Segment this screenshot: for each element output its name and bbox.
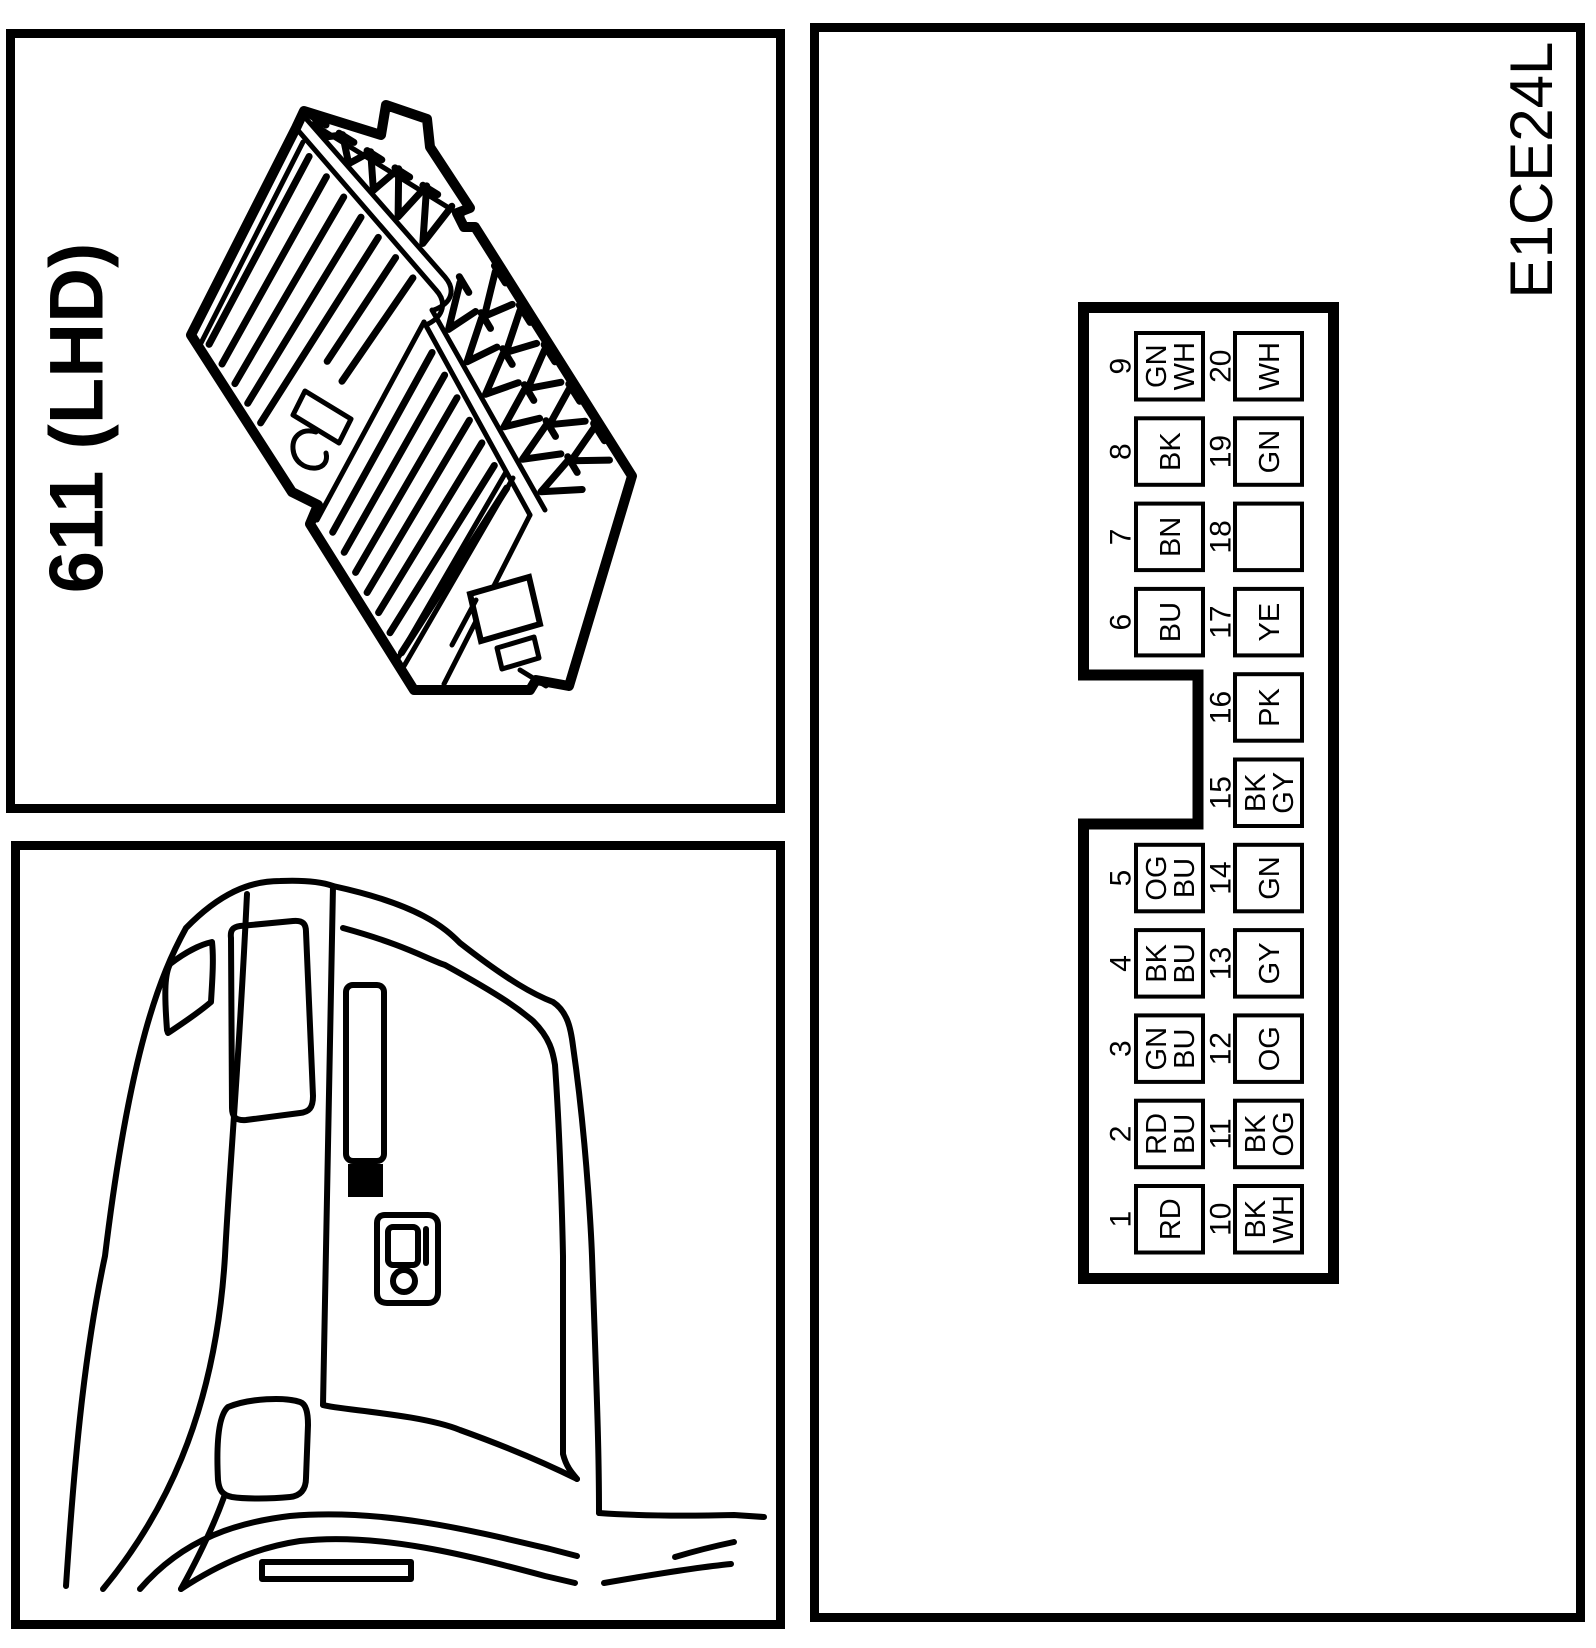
svg-text:BU: BU	[1155, 602, 1187, 642]
svg-text:RD: RD	[1141, 1113, 1173, 1155]
svg-text:BU: BU	[1169, 1029, 1201, 1069]
svg-text:OG: OG	[1141, 855, 1173, 900]
svg-text:8: 8	[1104, 443, 1137, 460]
svg-text:GN: GN	[1141, 1027, 1173, 1071]
svg-text:5: 5	[1104, 870, 1137, 887]
svg-text:9: 9	[1104, 358, 1137, 375]
svg-text:7: 7	[1104, 529, 1137, 546]
svg-text:GN: GN	[1254, 856, 1286, 900]
svg-text:611 (LHD): 611 (LHD)	[35, 243, 120, 594]
svg-text:6: 6	[1104, 614, 1137, 631]
svg-text:OG: OG	[1268, 1111, 1300, 1156]
svg-text:BK: BK	[1240, 773, 1272, 812]
svg-text:BK: BK	[1240, 1199, 1272, 1238]
svg-text:WH: WH	[1268, 1195, 1300, 1243]
svg-text:BK: BK	[1141, 943, 1173, 982]
svg-text:BK: BK	[1155, 432, 1187, 471]
svg-text:GY: GY	[1254, 942, 1286, 984]
svg-text:BN: BN	[1155, 517, 1187, 557]
svg-text:1: 1	[1105, 1211, 1138, 1228]
svg-text:10: 10	[1205, 1203, 1238, 1236]
svg-text:E1CE24L: E1CE24L	[1498, 42, 1565, 299]
svg-text:11: 11	[1204, 1118, 1237, 1149]
svg-text:GN: GN	[1141, 344, 1173, 388]
svg-text:15: 15	[1204, 776, 1237, 809]
svg-text:20: 20	[1204, 350, 1237, 383]
svg-text:YE: YE	[1254, 603, 1286, 642]
svg-text:BU: BU	[1169, 943, 1201, 983]
svg-text:4: 4	[1104, 955, 1137, 972]
svg-text:2: 2	[1104, 1126, 1137, 1143]
svg-text:WH: WH	[1169, 342, 1201, 390]
svg-text:13: 13	[1204, 947, 1237, 980]
svg-text:19: 19	[1204, 435, 1237, 468]
svg-text:14: 14	[1204, 861, 1237, 894]
svg-text:OG: OG	[1254, 1026, 1286, 1071]
svg-text:16: 16	[1204, 691, 1237, 724]
svg-text:BU: BU	[1169, 858, 1201, 898]
svg-text:PK: PK	[1254, 688, 1286, 727]
svg-text:BK: BK	[1240, 1114, 1272, 1153]
svg-text:18: 18	[1204, 520, 1237, 553]
svg-text:12: 12	[1204, 1032, 1237, 1065]
svg-text:17: 17	[1204, 605, 1237, 638]
svg-text:GN: GN	[1254, 430, 1286, 474]
svg-text:WH: WH	[1254, 342, 1286, 390]
svg-text:3: 3	[1104, 1040, 1137, 1057]
svg-text:GY: GY	[1268, 772, 1300, 814]
svg-text:RD: RD	[1155, 1198, 1187, 1240]
svg-text:BU: BU	[1169, 1114, 1201, 1154]
